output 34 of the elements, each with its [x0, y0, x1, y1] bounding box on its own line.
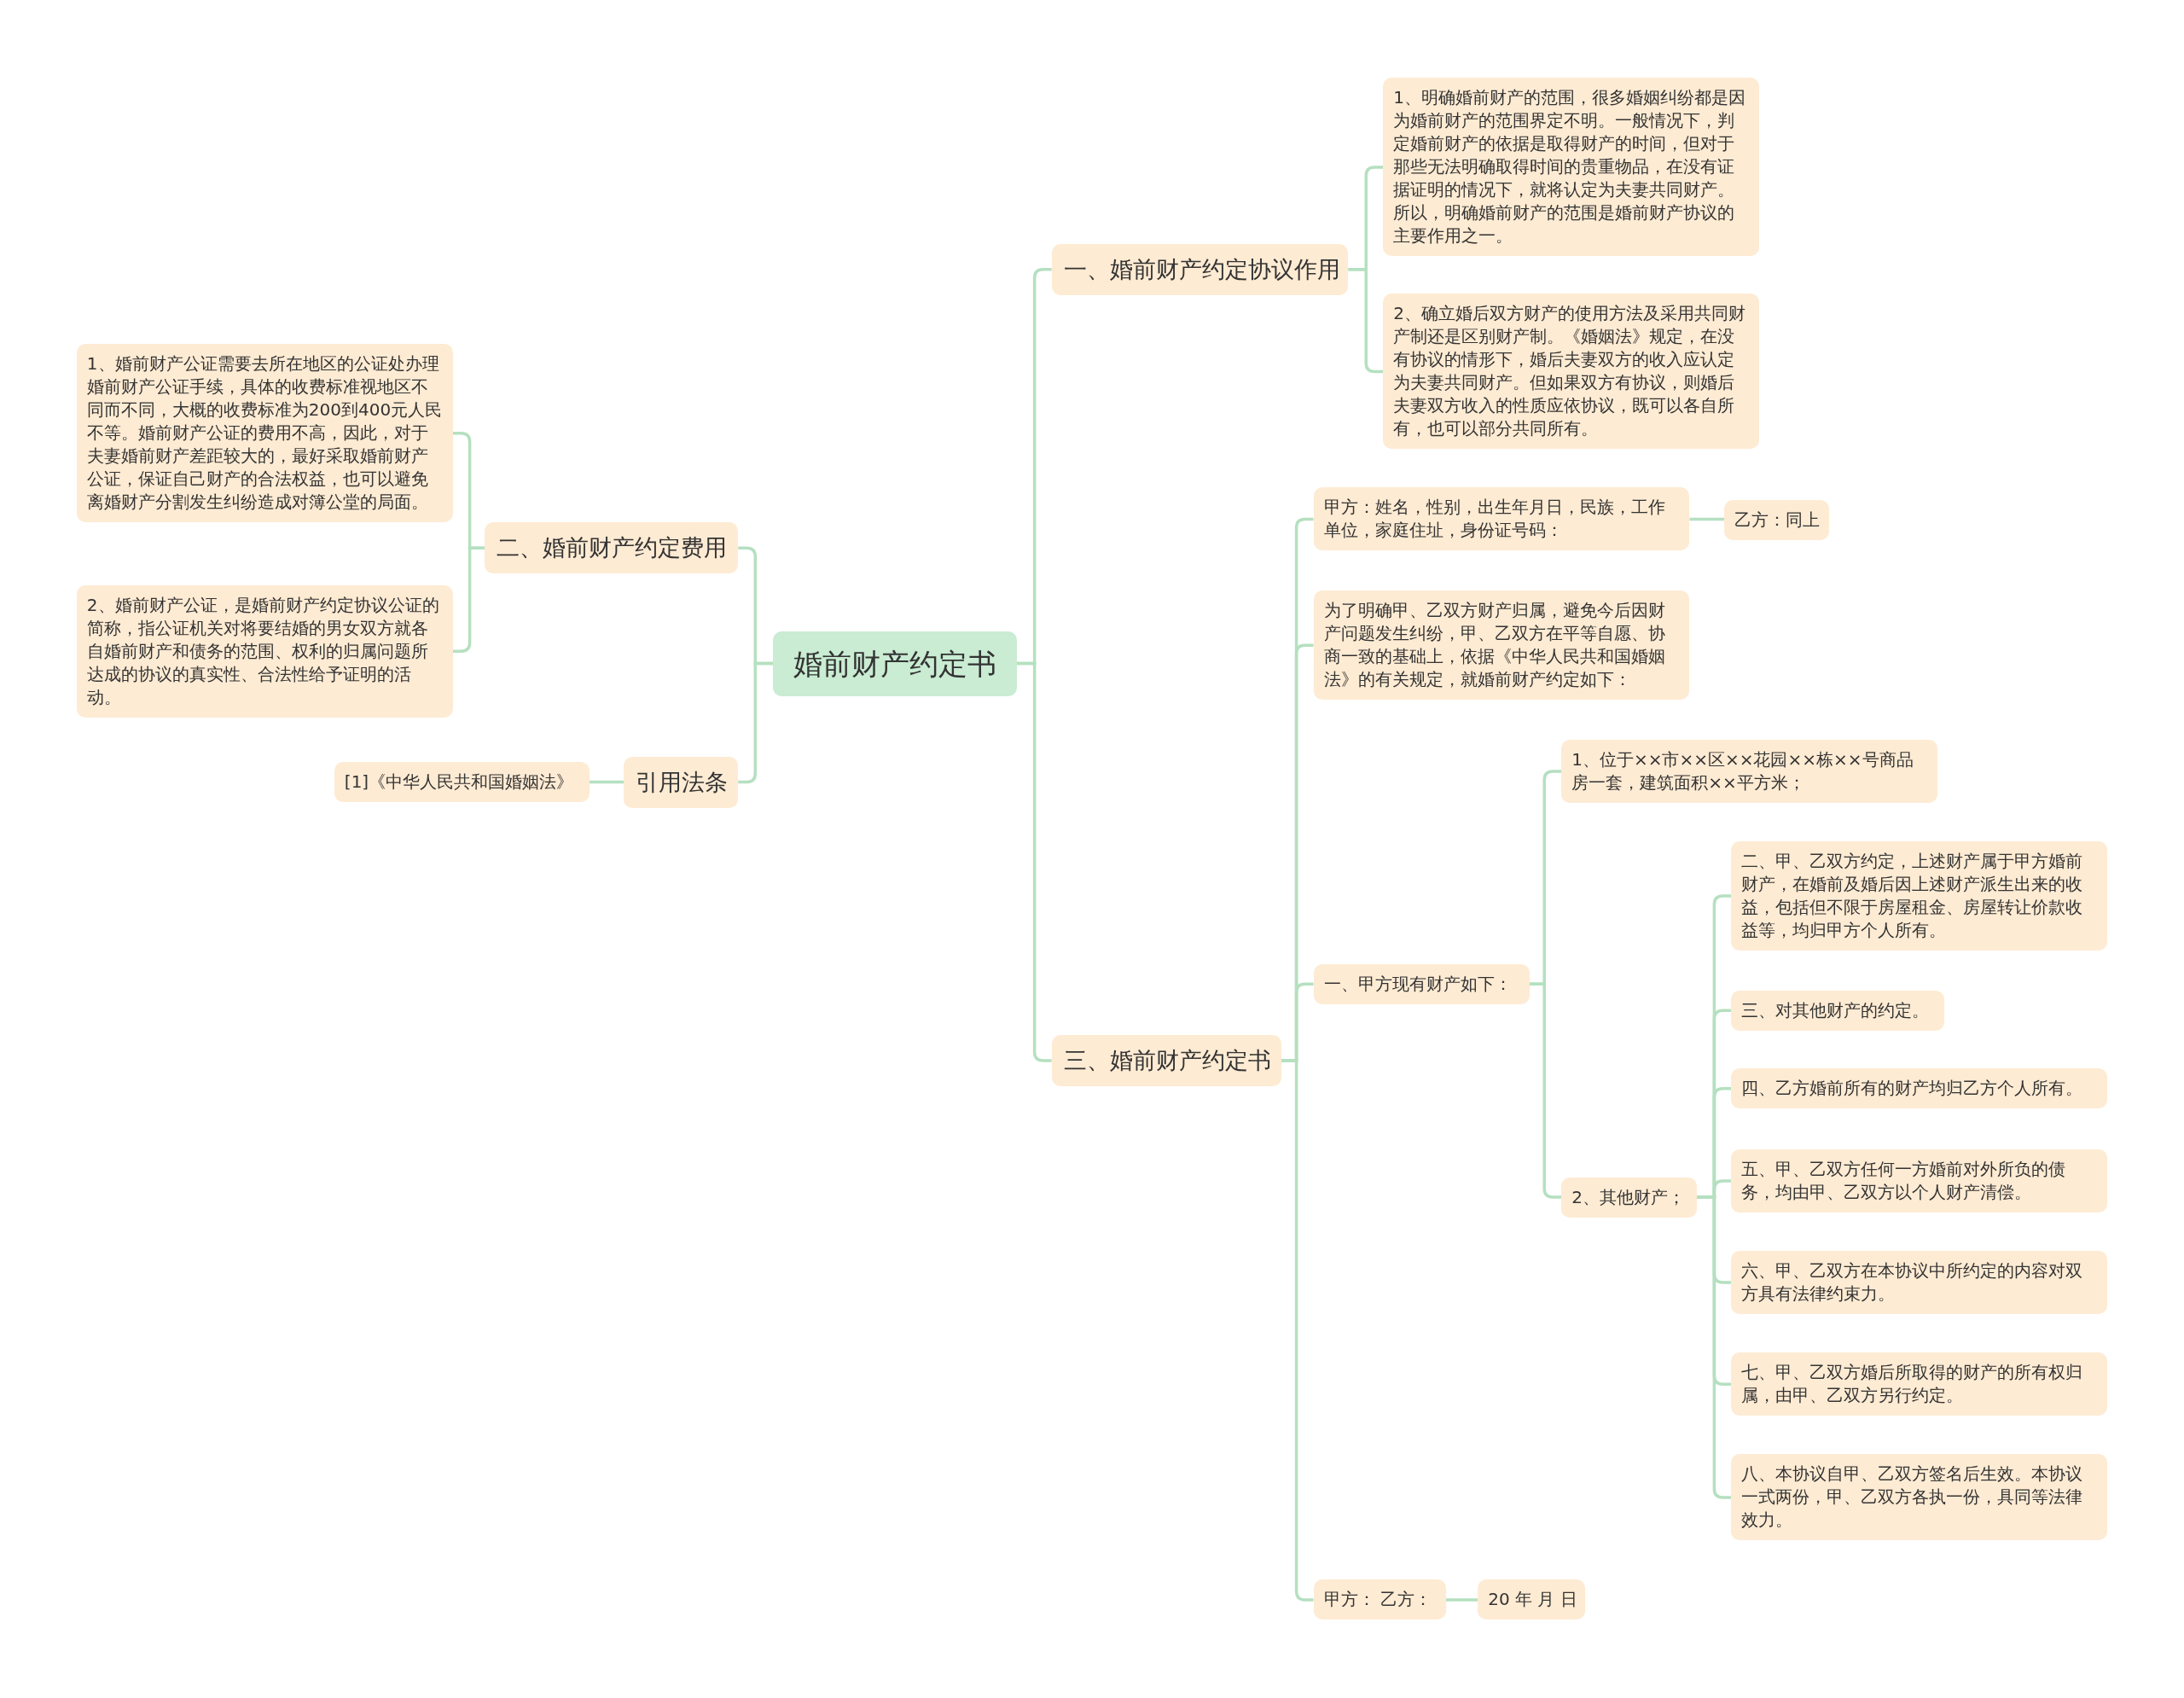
text-box: 甲方：姓名，性别，出生年月日，民族，工作单位，家庭住址，身份证号码： [1313, 487, 1690, 551]
text-box: 1、婚前财产公证需要去所在地区的公证处办理婚前财产公证手续，具体的收费标准视地区不同而不同，大概的收费标准为200到400元人民不等。婚前财产公证的费用不高，因此，对于夫妻婚前财产差距较大的，最好采取婚前财产公证，保证自己财产的合法权益，也可以避免离婚财产分割发生纠纷造成对簿公堂的局面。 [76, 344, 453, 523]
text-box: 20 年 月 日 [1478, 1579, 1585, 1620]
text-box: [1]《中华人民共和国婚姻法》 [334, 762, 590, 803]
connector-line [1445, 1598, 1478, 1602]
text-box: 八、本协议自甲、乙双方签名后生效。本协议一式两份，甲、乙双方各执一份，具同等法律效力。 [1731, 1454, 2108, 1541]
text-box: 2、其他财产； [1561, 1177, 1697, 1218]
text-box: 四、乙方婚前所有的财产均归乙方个人所有。 [1731, 1068, 2108, 1109]
connector-line [1696, 1195, 1732, 1499]
topic-box: 三、婚前财产约定书 [1051, 1035, 1281, 1087]
central-topic-box: 婚前财产约定书 [773, 631, 1017, 696]
topic-box: 引用法条 [624, 756, 739, 808]
connector-line [1529, 982, 1562, 1199]
connector-line [738, 661, 774, 784]
connector-line [1016, 661, 1052, 1062]
text-box: 五、甲、乙双方任何一方婚前对外所负的债务，均由甲、乙双方以个人财产清偿。 [1731, 1148, 2108, 1212]
topic-box: 二、婚前财产约定费用 [485, 522, 739, 574]
text-box: 2、婚前财产公证，是婚前财产约定协议公证的简称，指公证机关对将要结婚的男女双方就各自婚前财产和债务的范围、权利的归属问题所达成的协议的真实性、合法性给予证明的活动。 [76, 584, 453, 718]
text-box: 1、明确婚前财产的范围，很多婚姻纠纷都是因为婚前财产的范围界定不明。一般情况下，判定婚前财产的依据是取得财产的时间，但对于那些无法明确取得时间的贵重物品，在没有证据证明的情况下，就将认定为夫妻共同财产。所以，明确婚前财产的范围是婚前财产协议的主要作用之一。 [1383, 78, 1760, 257]
text-box: 乙方：同上 [1724, 500, 1829, 541]
text-box: 二、甲、乙双方约定，上述财产属于甲方婚前财产，在婚前及婚后因上述财产派生出来的收益，包括但不限于房屋租金、房屋转让价款收益等，均归甲方个人所有。 [1731, 841, 2108, 951]
text-box: 七、甲、乙双方婚后所取得的财产的所有权归属，由甲、乙双方另行约定。 [1731, 1352, 2108, 1416]
connector-line [1348, 267, 1384, 374]
text-box: 2、确立婚后双方财产的使用方法及采用共同财产制还是区别财产制。《婚姻法》规定，在没有协议的情形下，婚后夫妻双方的收入应认定为夫妻共同财产。但如果双方有协议，则婚后夫妻双方收入的性质应依协议，既可以各自所有，也可以部分共同所有。 [1383, 294, 1760, 450]
text-box: 三、对其他财产的约定。 [1731, 990, 1945, 1031]
text-box: 甲方： 乙方： [1313, 1579, 1446, 1620]
text-box: 六、甲、乙双方在本协议中所约定的内容对双方具有法律约束力。 [1731, 1251, 2108, 1315]
topic-box: 一、婚前财产约定协议作用 [1051, 243, 1349, 295]
text-box: 一、甲方现有财产如下： [1313, 963, 1530, 1004]
connector-line [589, 780, 624, 784]
text-box: 为了明确甲、乙双方财产归属，避免今后因财产问题发生纠纷，甲、乙双方在平等自愿、协商一致的基础上，依据《中华人民共和国婚姻法》的有关规定，就婚前财产约定如下： [1313, 590, 1690, 701]
connector-line [1689, 517, 1725, 521]
text-box: 1、位于××市××区××花园××栋××号商品房一套，建筑面积××平方米； [1561, 739, 1937, 803]
connector-line [452, 546, 485, 653]
